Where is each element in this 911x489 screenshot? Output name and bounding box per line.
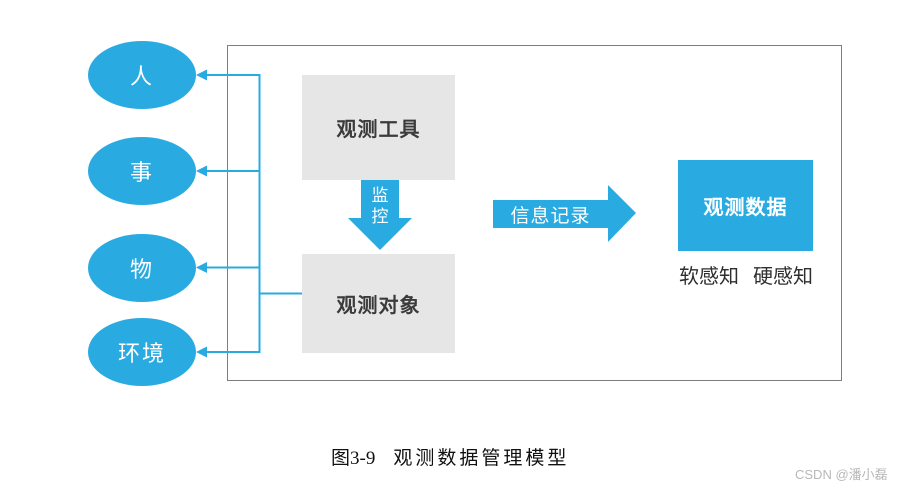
observation-object-label: 观测对象 [336, 295, 421, 317]
observation-data-label: 观测数据 [703, 197, 788, 219]
perception-labels: 软感知 硬感知 [662, 260, 830, 289]
csdn-watermark: CSDN @潘小磊 [795, 467, 888, 482]
system-boundary-rect [227, 45, 842, 381]
arrowhead-event-icon [196, 165, 207, 177]
observation-tool-label: 观测工具 [336, 119, 421, 141]
soft-perception-label: 软感知 [679, 266, 739, 288]
entity-label: 人 [129, 64, 154, 89]
entity-ellipse-environment: 环境 [88, 318, 196, 386]
monitor-arrow-body [361, 180, 399, 218]
entity-label: 环境 [117, 341, 166, 366]
observation-tool-box: 观测工具 [302, 75, 455, 180]
info-record-arrow-body: 信息记录 [493, 200, 608, 228]
entity-ellipse-event: 事 [88, 137, 196, 205]
figure-caption: 图3-9 观测数据管理模型 [331, 443, 569, 470]
figure-number: 图3-9 [331, 448, 376, 469]
arrowhead-person-icon [196, 69, 207, 81]
info-record-label: 信息记录 [510, 205, 591, 227]
entity-label: 物 [129, 257, 154, 282]
entity-ellipse-person: 人 [88, 41, 196, 109]
observation-object-box: 观测对象 [302, 254, 455, 353]
monitor-down-arrow-icon [348, 218, 412, 250]
entity-label: 事 [129, 160, 154, 185]
figure-title: 观测数据管理模型 [393, 448, 570, 469]
hard-perception-label: 硬感知 [753, 266, 813, 288]
info-record-right-arrow-icon [608, 185, 636, 242]
entity-ellipse-thing: 物 [88, 234, 196, 302]
observation-data-box: 观测数据 [678, 160, 813, 251]
monitor-label: 监控 [371, 186, 389, 226]
arrowhead-thing-icon [196, 262, 207, 273]
arrowhead-environment-icon [196, 346, 207, 358]
